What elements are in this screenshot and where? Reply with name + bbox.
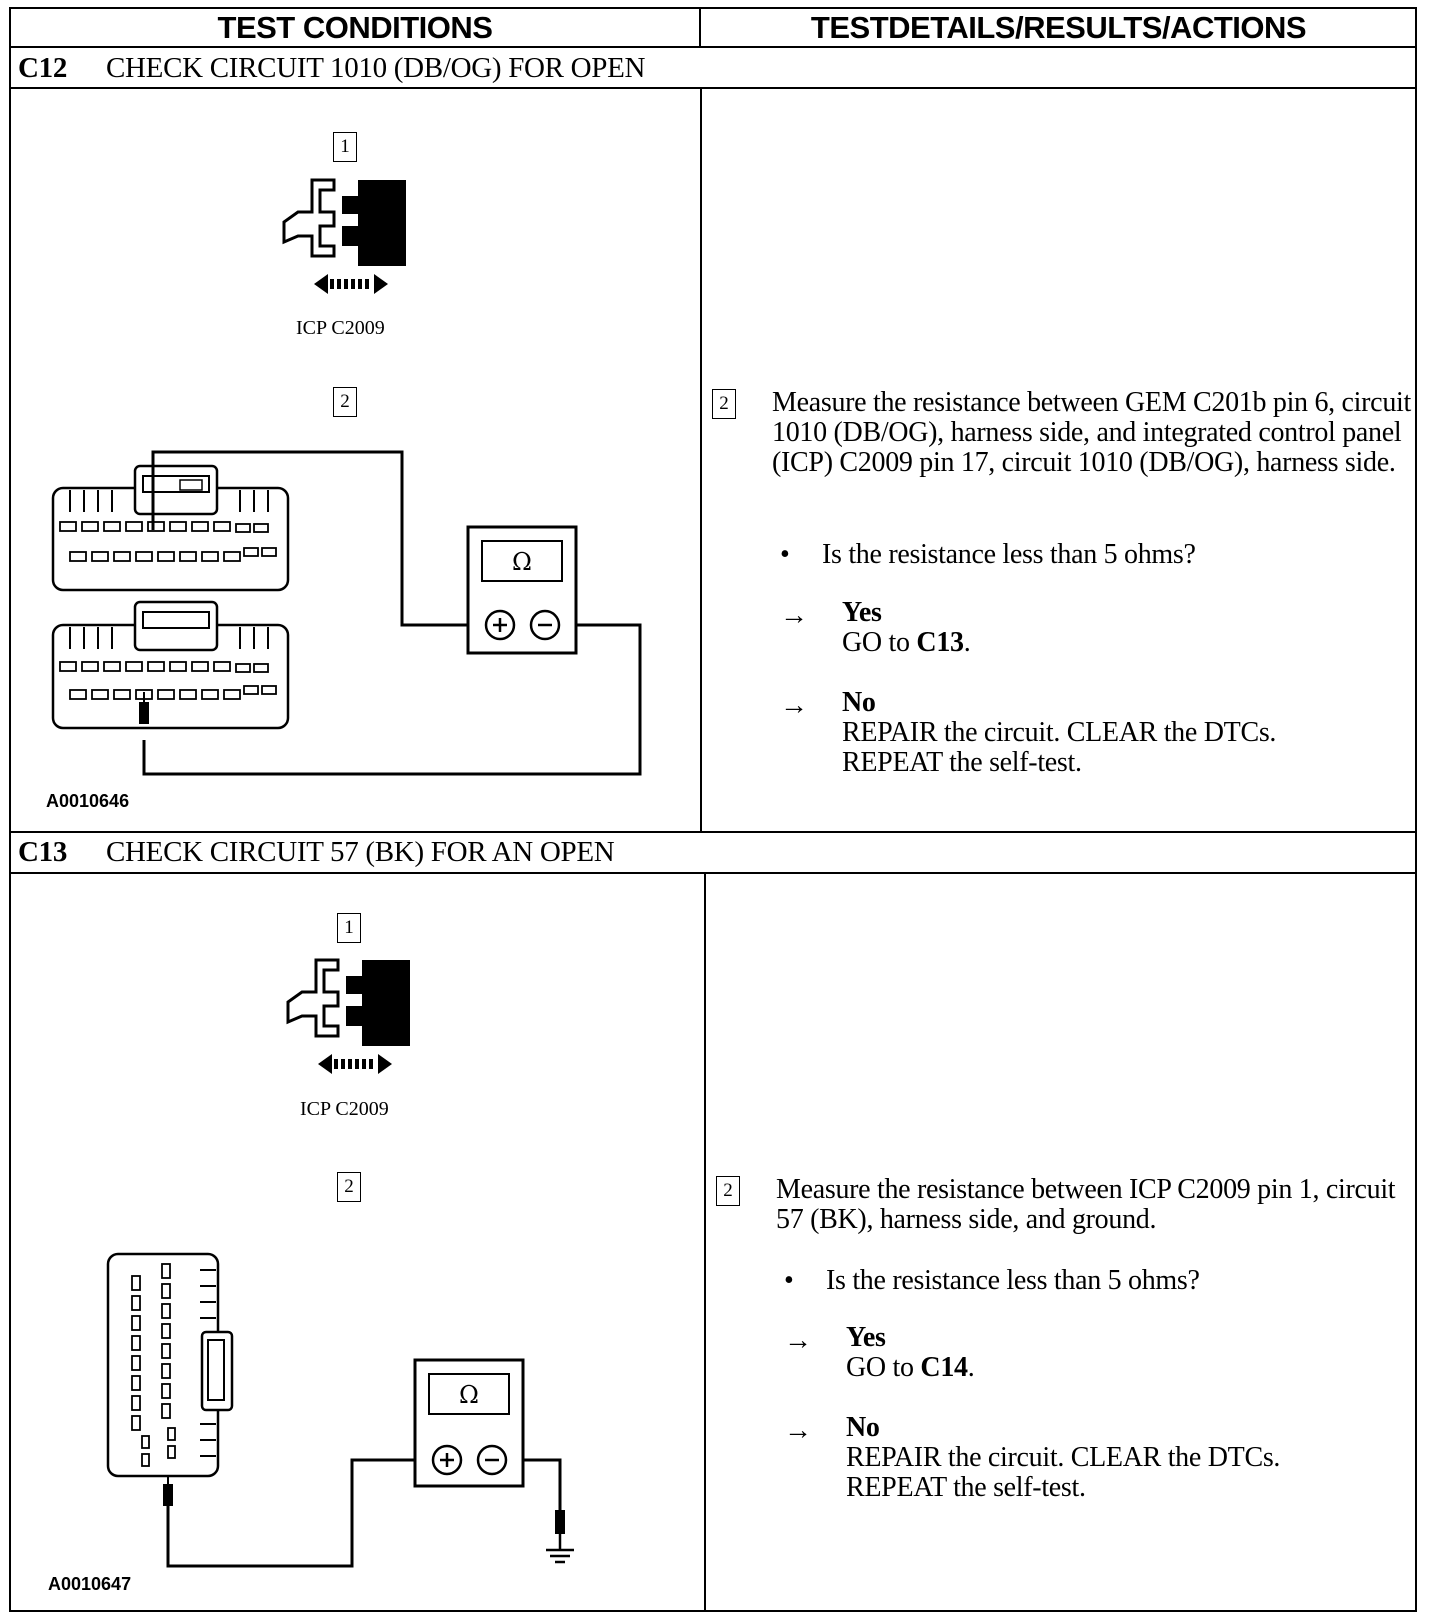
step1-badge-c12: 1	[333, 132, 357, 162]
arrow-yes-c13: →	[784, 1325, 812, 1356]
yes-action-c13: GO to C14.	[846, 1352, 975, 1383]
connector-caption-c12: ICP C2009	[296, 317, 385, 339]
header-divider	[699, 7, 701, 47]
header-test-conditions: TEST CONDITIONS	[217, 10, 493, 45]
icp-connector-c2009	[51, 600, 290, 730]
disconnect-connector-icon	[286, 958, 410, 1074]
probe-tip-ground	[555, 1510, 565, 1534]
arrow-no-c12: →	[780, 690, 808, 721]
title-rule-c13	[9, 872, 1417, 874]
wiring-diagram-c13: Ω	[106, 1252, 574, 1568]
column-divider-c13	[704, 872, 706, 1612]
step-id-c12: C12	[18, 52, 68, 84]
icp-connector-c2009-vertical	[106, 1252, 234, 1478]
no-action-line2-c13: REPEAT the self-test.	[846, 1472, 1086, 1503]
probe-wires	[142, 450, 642, 776]
answer-yes-c13: Yes GO to C14.	[846, 1322, 975, 1383]
step2-badge-c13: 2	[337, 1172, 361, 1202]
probe-tip-lower	[139, 702, 149, 724]
gem-connector-c201b	[51, 464, 290, 592]
yes-label-c13: Yes	[846, 1322, 886, 1353]
no-action-line1-c13: REPAIR the circuit. CLEAR the DTCs.	[846, 1442, 1281, 1473]
bullet-c12: •	[780, 539, 790, 570]
section-rule-c13	[9, 831, 1417, 833]
instruction-c12: Measure the resistance between GEM C201b…	[772, 387, 1411, 478]
arrow-no-c13: →	[784, 1415, 812, 1446]
yes-target-c13[interactable]: C14	[920, 1352, 968, 1383]
step-id-c13: C13	[18, 836, 68, 868]
multimeter-icon: Ω	[413, 1358, 525, 1488]
step1-badge-c13: 1	[337, 913, 361, 943]
disconnect-connector-icon	[282, 178, 406, 294]
multimeter-icon: Ω	[466, 525, 578, 655]
yes-label-c12: Yes	[842, 597, 882, 628]
step-title-c12: C12 CHECK CIRCUIT 1010 (DB/OG) FOR OPEN	[18, 52, 646, 85]
header-test-details: TESTDETAILS/RESULTS/ACTIONS	[810, 10, 1307, 45]
probe-tip-connector	[163, 1484, 173, 1506]
figure-id-c12: A0010646	[46, 791, 130, 811]
action-badge-c13: 2	[716, 1176, 740, 1206]
figure-id-c13: A0010647	[48, 1574, 132, 1594]
connector-caption-c13: ICP C2009	[300, 1098, 389, 1120]
action-badge-c12: 2	[712, 389, 736, 419]
no-action-line1-c12: REPAIR the circuit. CLEAR the DTCs.	[842, 717, 1277, 748]
column-divider-c12	[700, 87, 702, 832]
header-rule	[9, 46, 1417, 48]
no-label-c13: No	[846, 1412, 880, 1443]
bullet-c13: •	[784, 1265, 794, 1296]
step-title-text-c12: CHECK CIRCUIT 1010 (DB/OG) FOR OPEN	[106, 52, 646, 84]
no-label-c12: No	[842, 687, 876, 718]
step-title-c13: C13 CHECK CIRCUIT 57 (BK) FOR AN OPEN	[18, 836, 615, 869]
arrow-yes-c12: →	[780, 600, 808, 631]
ground-symbol-icon	[546, 1534, 574, 1564]
step-title-text-c13: CHECK CIRCUIT 57 (BK) FOR AN OPEN	[106, 836, 615, 868]
no-action-line2-c12: REPEAT the self-test.	[842, 747, 1082, 778]
wiring-diagram-c12: Ω	[51, 450, 642, 776]
question-c12: Is the resistance less than 5 ohms?	[822, 539, 1196, 570]
yes-target-c12[interactable]: C13	[916, 627, 964, 658]
yes-action-c12: GO to C13.	[842, 627, 971, 658]
answer-no-c12: No REPAIR the circuit. CLEAR the DTCs. R…	[842, 688, 1276, 778]
page-frame	[9, 7, 1417, 1612]
answer-no-c13: No REPAIR the circuit. CLEAR the DTCs. R…	[846, 1413, 1280, 1503]
meter-symbol-c12: Ω	[512, 548, 532, 576]
title-rule-c12	[9, 87, 1417, 89]
meter-symbol-c13: Ω	[459, 1381, 479, 1409]
question-c13: Is the resistance less than 5 ohms?	[826, 1265, 1200, 1296]
answer-yes-c12: Yes GO to C13.	[842, 597, 971, 658]
instruction-c13: Measure the resistance between ICP C2009…	[776, 1174, 1396, 1235]
step2-badge-c12: 2	[333, 387, 357, 417]
